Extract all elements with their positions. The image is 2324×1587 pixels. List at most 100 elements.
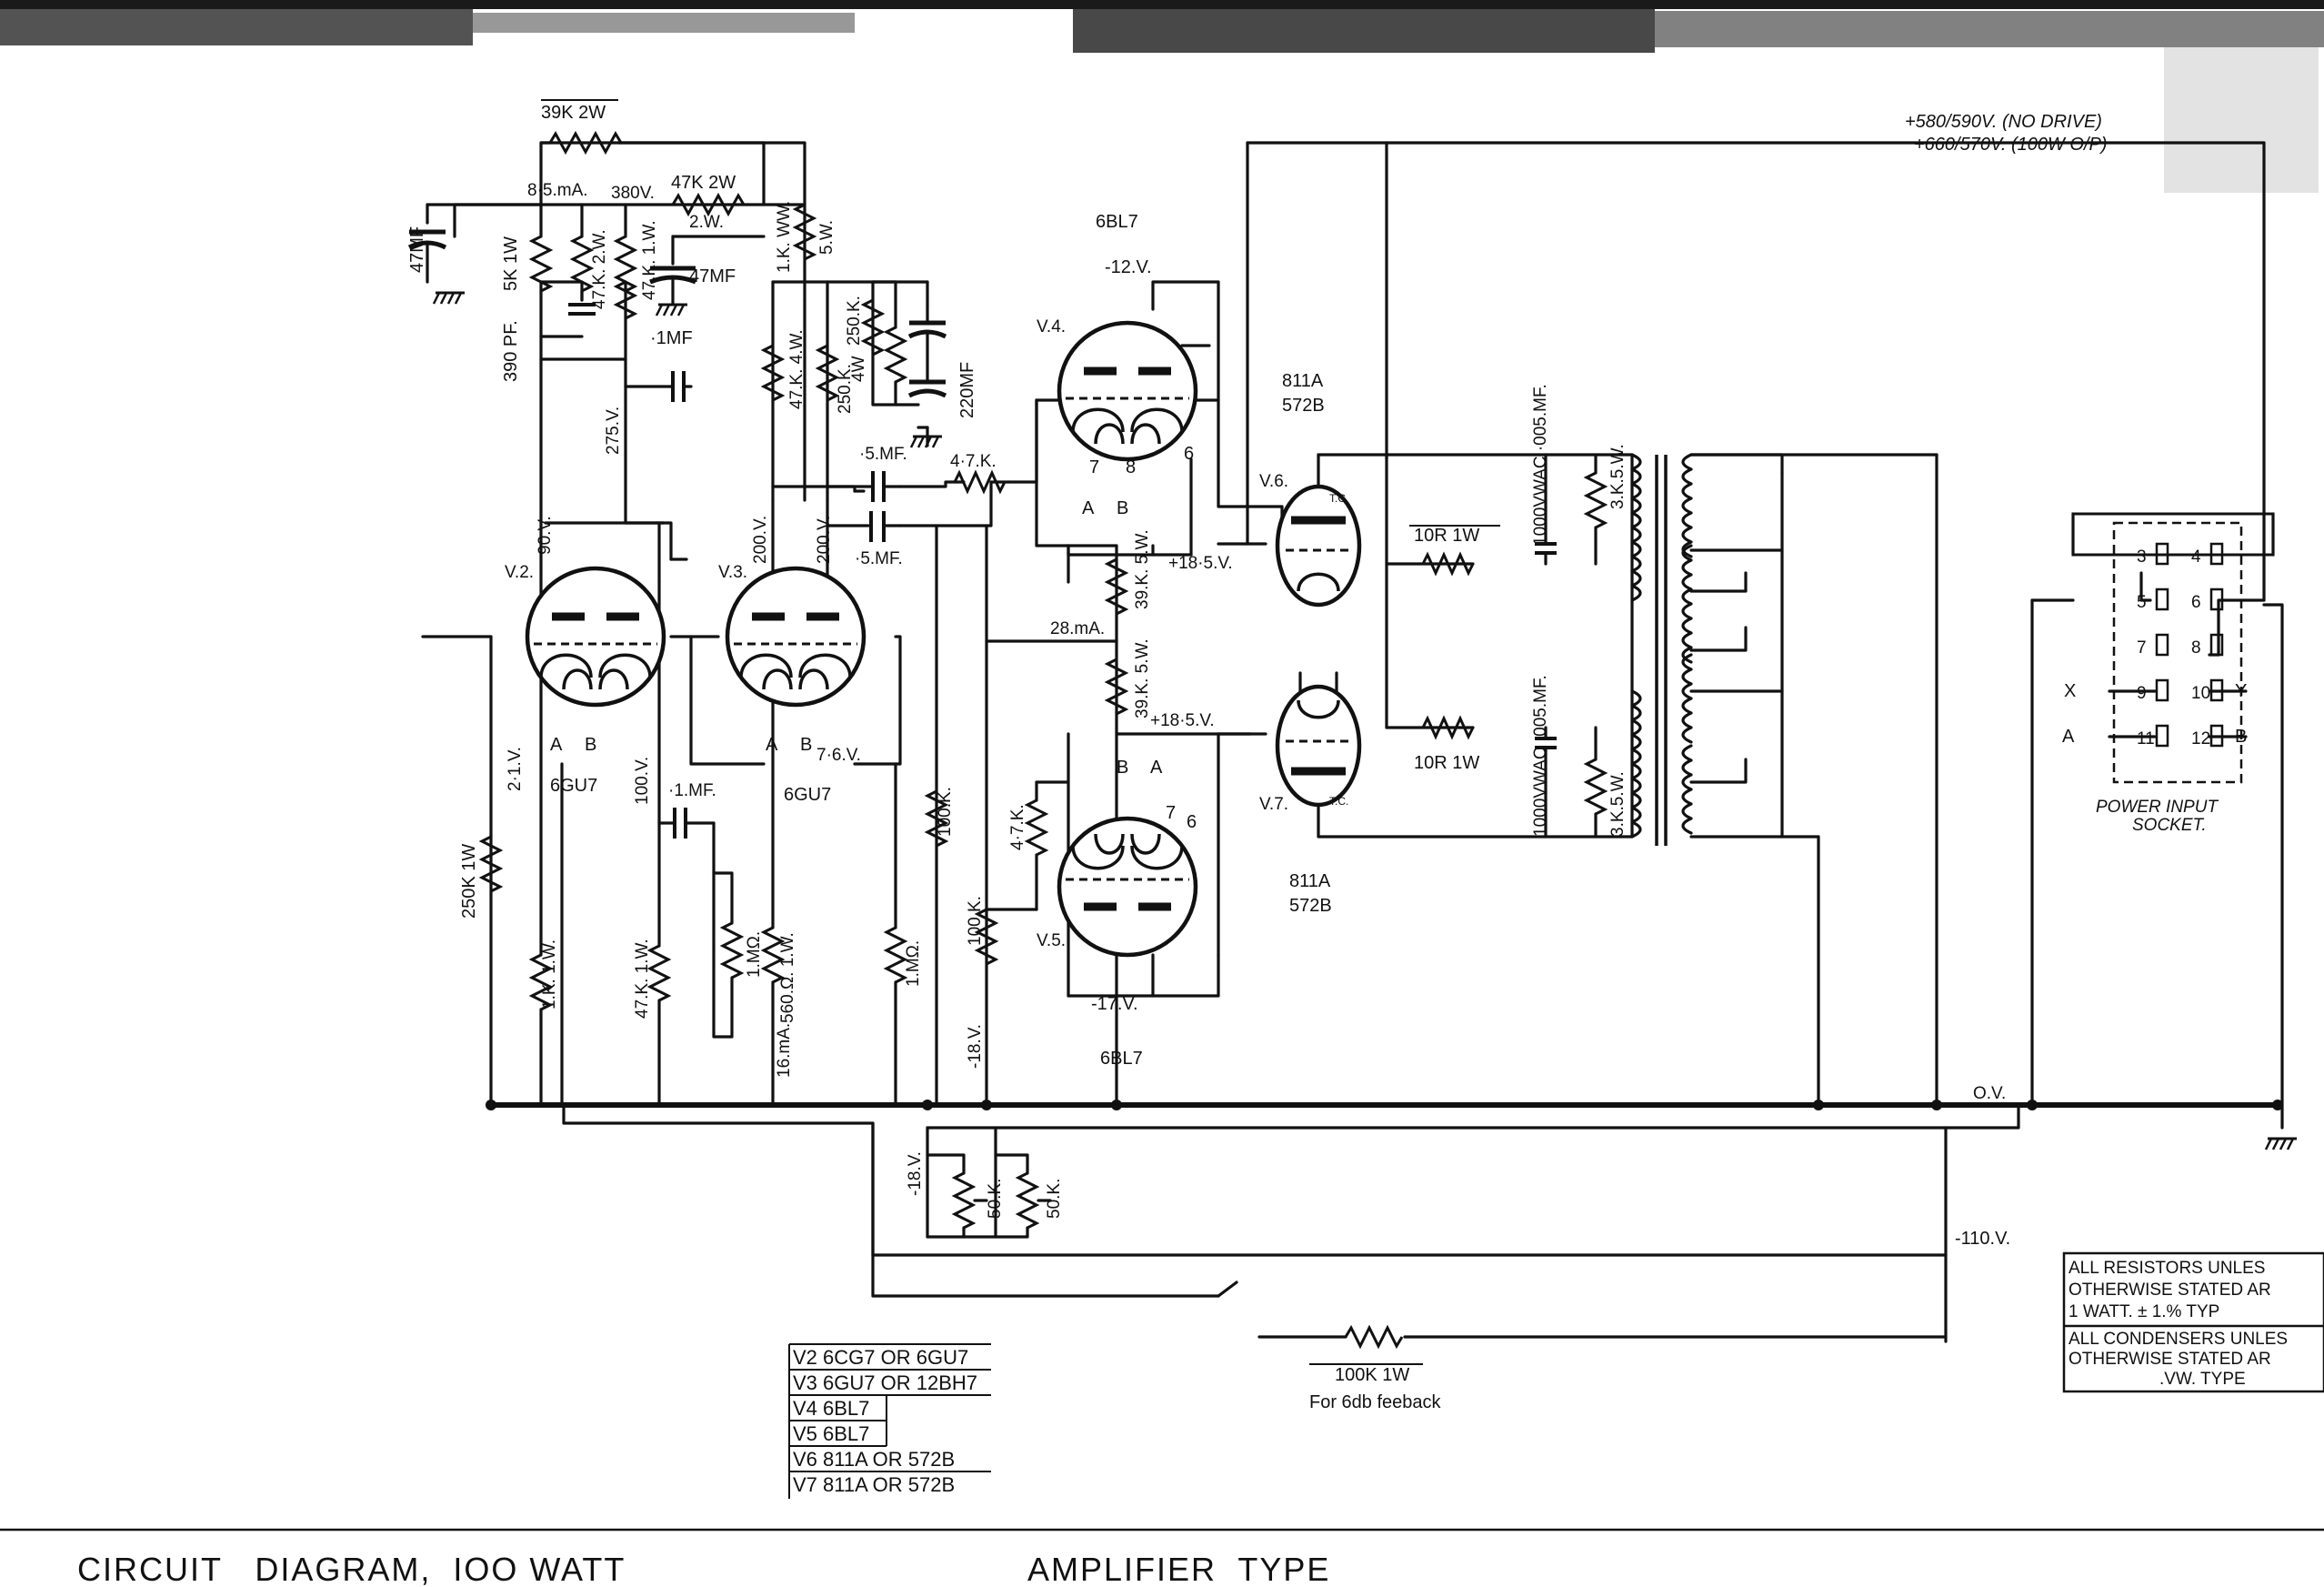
v3-ref-label: V.3. xyxy=(718,563,747,582)
socket-pin-contact xyxy=(2209,724,2224,748)
r100k-a-label: 100.K. xyxy=(936,787,955,837)
r4-7k-label: 4·7.K. xyxy=(950,452,997,471)
note-condensers-line: OTHERWISE STATED AR xyxy=(2069,1350,2271,1369)
supply-labels: +580/590V. (NO DRIVE) +660/570V. (100W O… xyxy=(1905,112,2108,155)
v-minus18-b-label: -18.V. xyxy=(906,1151,925,1196)
r39k-5w-b-label: 39.K. 5.W. xyxy=(1133,638,1152,718)
feedback-resistor-label: 100K 1W xyxy=(1335,1365,1409,1385)
socket-pin-number: 12 xyxy=(2191,729,2210,748)
tube-v3 xyxy=(727,568,864,705)
v3-pin-b-label: B xyxy=(800,735,812,755)
tube-labels: V.2. 6GU7 V.3. 6GU7 V.4. 6BL7 V.5. 6BL7 … xyxy=(505,212,1332,1069)
socket-pin-number: 8 xyxy=(2191,638,2201,658)
v6-bias-label: +18·5.V. xyxy=(1168,554,1233,573)
r1m-b-label: 1.MΩ. xyxy=(904,940,923,987)
v4-ref-label: V.4. xyxy=(1037,317,1066,336)
socket-x-label: X xyxy=(2064,681,2076,701)
v7-type-b-label: 572B xyxy=(1289,896,1332,916)
r4-7k-b-label: 4·7.K. xyxy=(1008,804,1027,850)
current-8-5ma-label: 8·5.mA. xyxy=(527,181,588,200)
r1m-a-label: 1.MΩ. xyxy=(745,931,764,978)
socket-pin-number: 10 xyxy=(2191,684,2210,703)
socket-pin-contact xyxy=(2155,633,2169,657)
tube-v5 xyxy=(1059,819,1196,955)
r5k-label: 5K 1W xyxy=(501,236,521,291)
note-condensers-line: ALL CONDENSERS UNLES xyxy=(2069,1330,2288,1349)
v7-type-a-label: 811A xyxy=(1289,871,1331,891)
valve-table-row: V3 6GU7 OR 12BH7 xyxy=(793,1371,977,1394)
v6-type-a-label: 811A xyxy=(1282,371,1324,391)
r250k-a-label: 250.K. xyxy=(845,296,864,346)
pin-labels: A B A B A B 7 8 6 B A 7 6 T.C. T.C. xyxy=(550,444,1348,832)
v4-pin-6-label: 6 xyxy=(1184,444,1194,464)
title-right: AMPLIFIER TYPE xyxy=(1027,1551,1330,1587)
socket-y-label: Y xyxy=(2235,681,2247,701)
c5mf-b-label: ·5.MF. xyxy=(855,549,903,568)
v3-200v-a-label: 200.V. xyxy=(751,516,770,564)
socket-pin-number: 5 xyxy=(2137,593,2147,612)
socket-pin-contact xyxy=(2209,588,2224,611)
v2-275v-label: 275.V. xyxy=(604,407,623,455)
c47mf-right-label: 47MF xyxy=(689,266,736,286)
v4-minus12v-label: -12.V. xyxy=(1105,257,1152,277)
socket-a-label: A xyxy=(2062,727,2075,747)
r250k-b-label: 250.K. xyxy=(836,364,855,414)
valve-table: V2 6CG7 OR 6GU7 V3 6GU7 OR 12BH7 V4 6BL7… xyxy=(788,1343,991,1499)
v3-200v-b-label: 200.V. xyxy=(815,516,834,564)
socket-pin-number: 11 xyxy=(2137,729,2155,748)
valve-table-row: V4 6BL7 xyxy=(793,1397,869,1420)
component-labels: 39K 2W 8·5.mA. 380V. 47K 2W 2.W. 47MF 47… xyxy=(407,99,2010,1412)
v2-100v-label: 100.V. xyxy=(633,757,652,805)
v4-pin-8-label: 8 xyxy=(1126,457,1136,477)
v2-type-label: 6GU7 xyxy=(550,776,597,796)
socket-pin-contact xyxy=(2209,633,2224,657)
socket-pin-number: 3 xyxy=(2137,547,2147,567)
c1mf-b-label: ·1.MF. xyxy=(668,781,716,800)
socket-pin-number: 7 xyxy=(2137,638,2147,658)
v4-pin-b-label: B xyxy=(1117,498,1128,518)
r47k-2w-label: 47.K. 2.W. xyxy=(590,229,609,309)
r3k-a-label: 3.K.5.W. xyxy=(1608,444,1628,509)
valve-table-row: V2 6CG7 OR 6GU7 xyxy=(793,1346,968,1369)
socket-pin-contact xyxy=(2155,724,2169,748)
v6-type-b-label: 572B xyxy=(1282,396,1325,416)
r-4w-label: 4W xyxy=(849,356,868,382)
v-zero-label: O.V. xyxy=(1973,1084,2006,1103)
snubber-a-label: 1000VWAC ·005.MF. xyxy=(1531,384,1550,546)
r100k-b-label: 100.K. xyxy=(966,896,985,946)
valve-table-row: V6 811A OR 572B xyxy=(793,1448,955,1471)
r10r-a-label: 10R 1W xyxy=(1414,526,1479,546)
r1k-5w-label: 5.W. xyxy=(817,220,836,255)
supply-full-output-label: +660/570V. (100W O/P) xyxy=(1914,135,2108,155)
v7-tc-label: T.C. xyxy=(1329,795,1348,808)
valve-table-row: V7 811A OR 572B xyxy=(793,1473,955,1496)
title-block: CIRCUIT DIAGRAM, IOO WATT AMPLIFIER TYPE xyxy=(0,1528,2324,1587)
v6-ref-label: V.6. xyxy=(1259,472,1288,491)
v2-pin-a-label: A xyxy=(550,735,563,755)
socket-pin-contact xyxy=(2155,588,2169,611)
v2-pin-b-label: B xyxy=(585,735,596,755)
v5-pin-b-label: B xyxy=(1117,758,1128,778)
v2-ref-label: V.2. xyxy=(505,563,534,582)
socket-pin-number: 9 xyxy=(2137,684,2147,703)
v7-bias-label: +18·5.V. xyxy=(1150,711,1215,730)
c1mf-label: ·1MF xyxy=(650,328,693,348)
valve-table-row: V5 6BL7 xyxy=(793,1422,869,1445)
output-transformer xyxy=(1630,453,1693,846)
passive-components xyxy=(407,130,1608,1350)
notes-box: ALL RESISTORS UNLES OTHERWISE STATED AR … xyxy=(2062,1251,2324,1393)
r250k1w-label: 250K 1W xyxy=(459,844,479,919)
note-condensers-line: .VW. TYPE xyxy=(2159,1370,2246,1389)
tube-v2 xyxy=(527,568,664,705)
c47mf-left-label: 47MF xyxy=(407,226,427,273)
v6-tc-label: T.C. xyxy=(1329,492,1348,505)
r47k1w-b-label: 47.K. 1.W. xyxy=(633,939,652,1019)
tube-v7 xyxy=(1277,687,1359,805)
title-left: CIRCUIT DIAGRAM, IOO WATT xyxy=(77,1551,626,1587)
socket-title-label: POWER INPUT xyxy=(2096,798,2219,817)
r3k-b-label: 3.K.5.W. xyxy=(1608,771,1628,837)
v4-type-label: 6BL7 xyxy=(1096,212,1138,232)
v5-pin-7-label: 7 xyxy=(1166,803,1176,823)
v4-pin-a-label: A xyxy=(1082,498,1095,518)
wiring xyxy=(421,141,2299,1343)
